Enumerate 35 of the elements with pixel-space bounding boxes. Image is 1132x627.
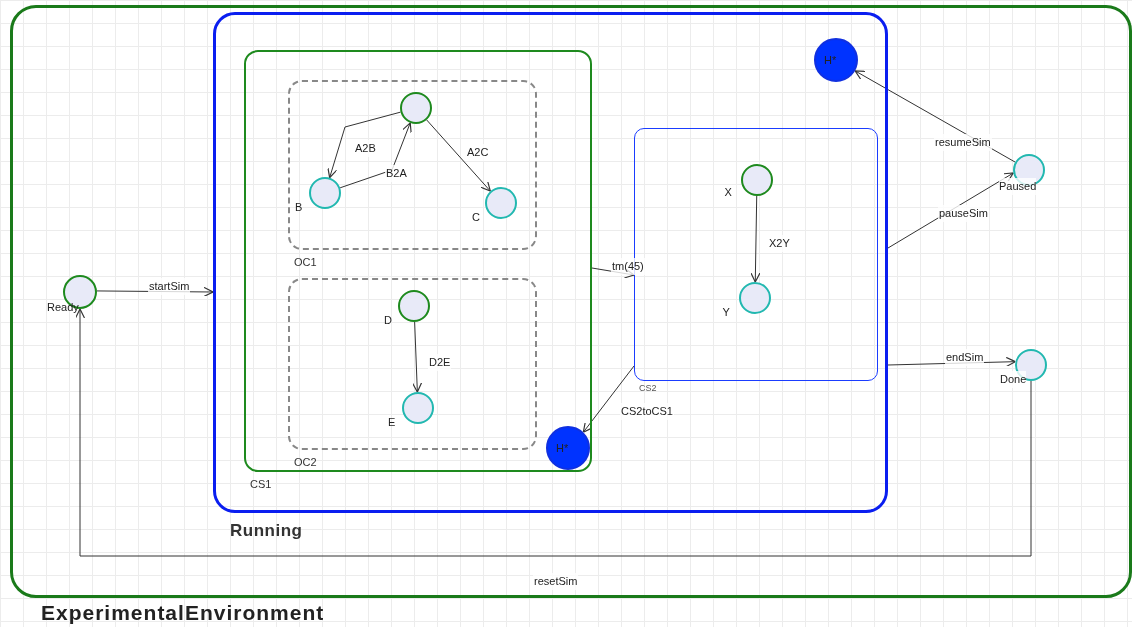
state-name: H* — [824, 53, 837, 68]
transition-arrow — [582, 365, 635, 433]
state-name: E — [388, 415, 396, 430]
edge-label: resetSim — [533, 573, 579, 590]
state-name: Y — [722, 304, 730, 320]
edge-label: B2A — [385, 165, 408, 182]
transition-arrow — [750, 195, 761, 283]
transition-arrow — [426, 119, 491, 192]
transition-arrow — [74, 308, 1032, 557]
edge-label: startSim — [148, 278, 191, 295]
transition-arrow — [327, 111, 402, 179]
state-name: OC1 — [294, 255, 317, 270]
state-name: B — [295, 200, 303, 215]
edge-label: tm(45) — [611, 258, 645, 275]
transition-arrow — [411, 321, 423, 393]
edge-label: pauseSim — [938, 205, 989, 222]
state-name: ExperimentalEnvironment — [41, 602, 325, 623]
state-name: OC2 — [294, 455, 317, 470]
edge-label: endSim — [945, 349, 985, 366]
edge-label: D2E — [428, 354, 452, 371]
state-name: X — [724, 184, 732, 200]
edge-label: resumeSim — [934, 134, 992, 151]
state-name: H* — [556, 441, 569, 456]
state-name: Done — [1000, 371, 1027, 388]
edge-label: A2C — [466, 144, 490, 161]
state-name: CS1 — [250, 477, 272, 492]
edge-label: CS2toCS1 — [620, 403, 674, 420]
edge-label: X2Y — [768, 235, 791, 252]
state-name: Ready — [47, 300, 79, 315]
state-name: Running — [230, 520, 303, 542]
edge-label: A2B — [354, 140, 377, 157]
state-name: D — [384, 313, 392, 328]
state-name: C — [472, 210, 480, 225]
state-name: CS2 — [639, 382, 657, 395]
state-name: Paused — [999, 178, 1037, 195]
